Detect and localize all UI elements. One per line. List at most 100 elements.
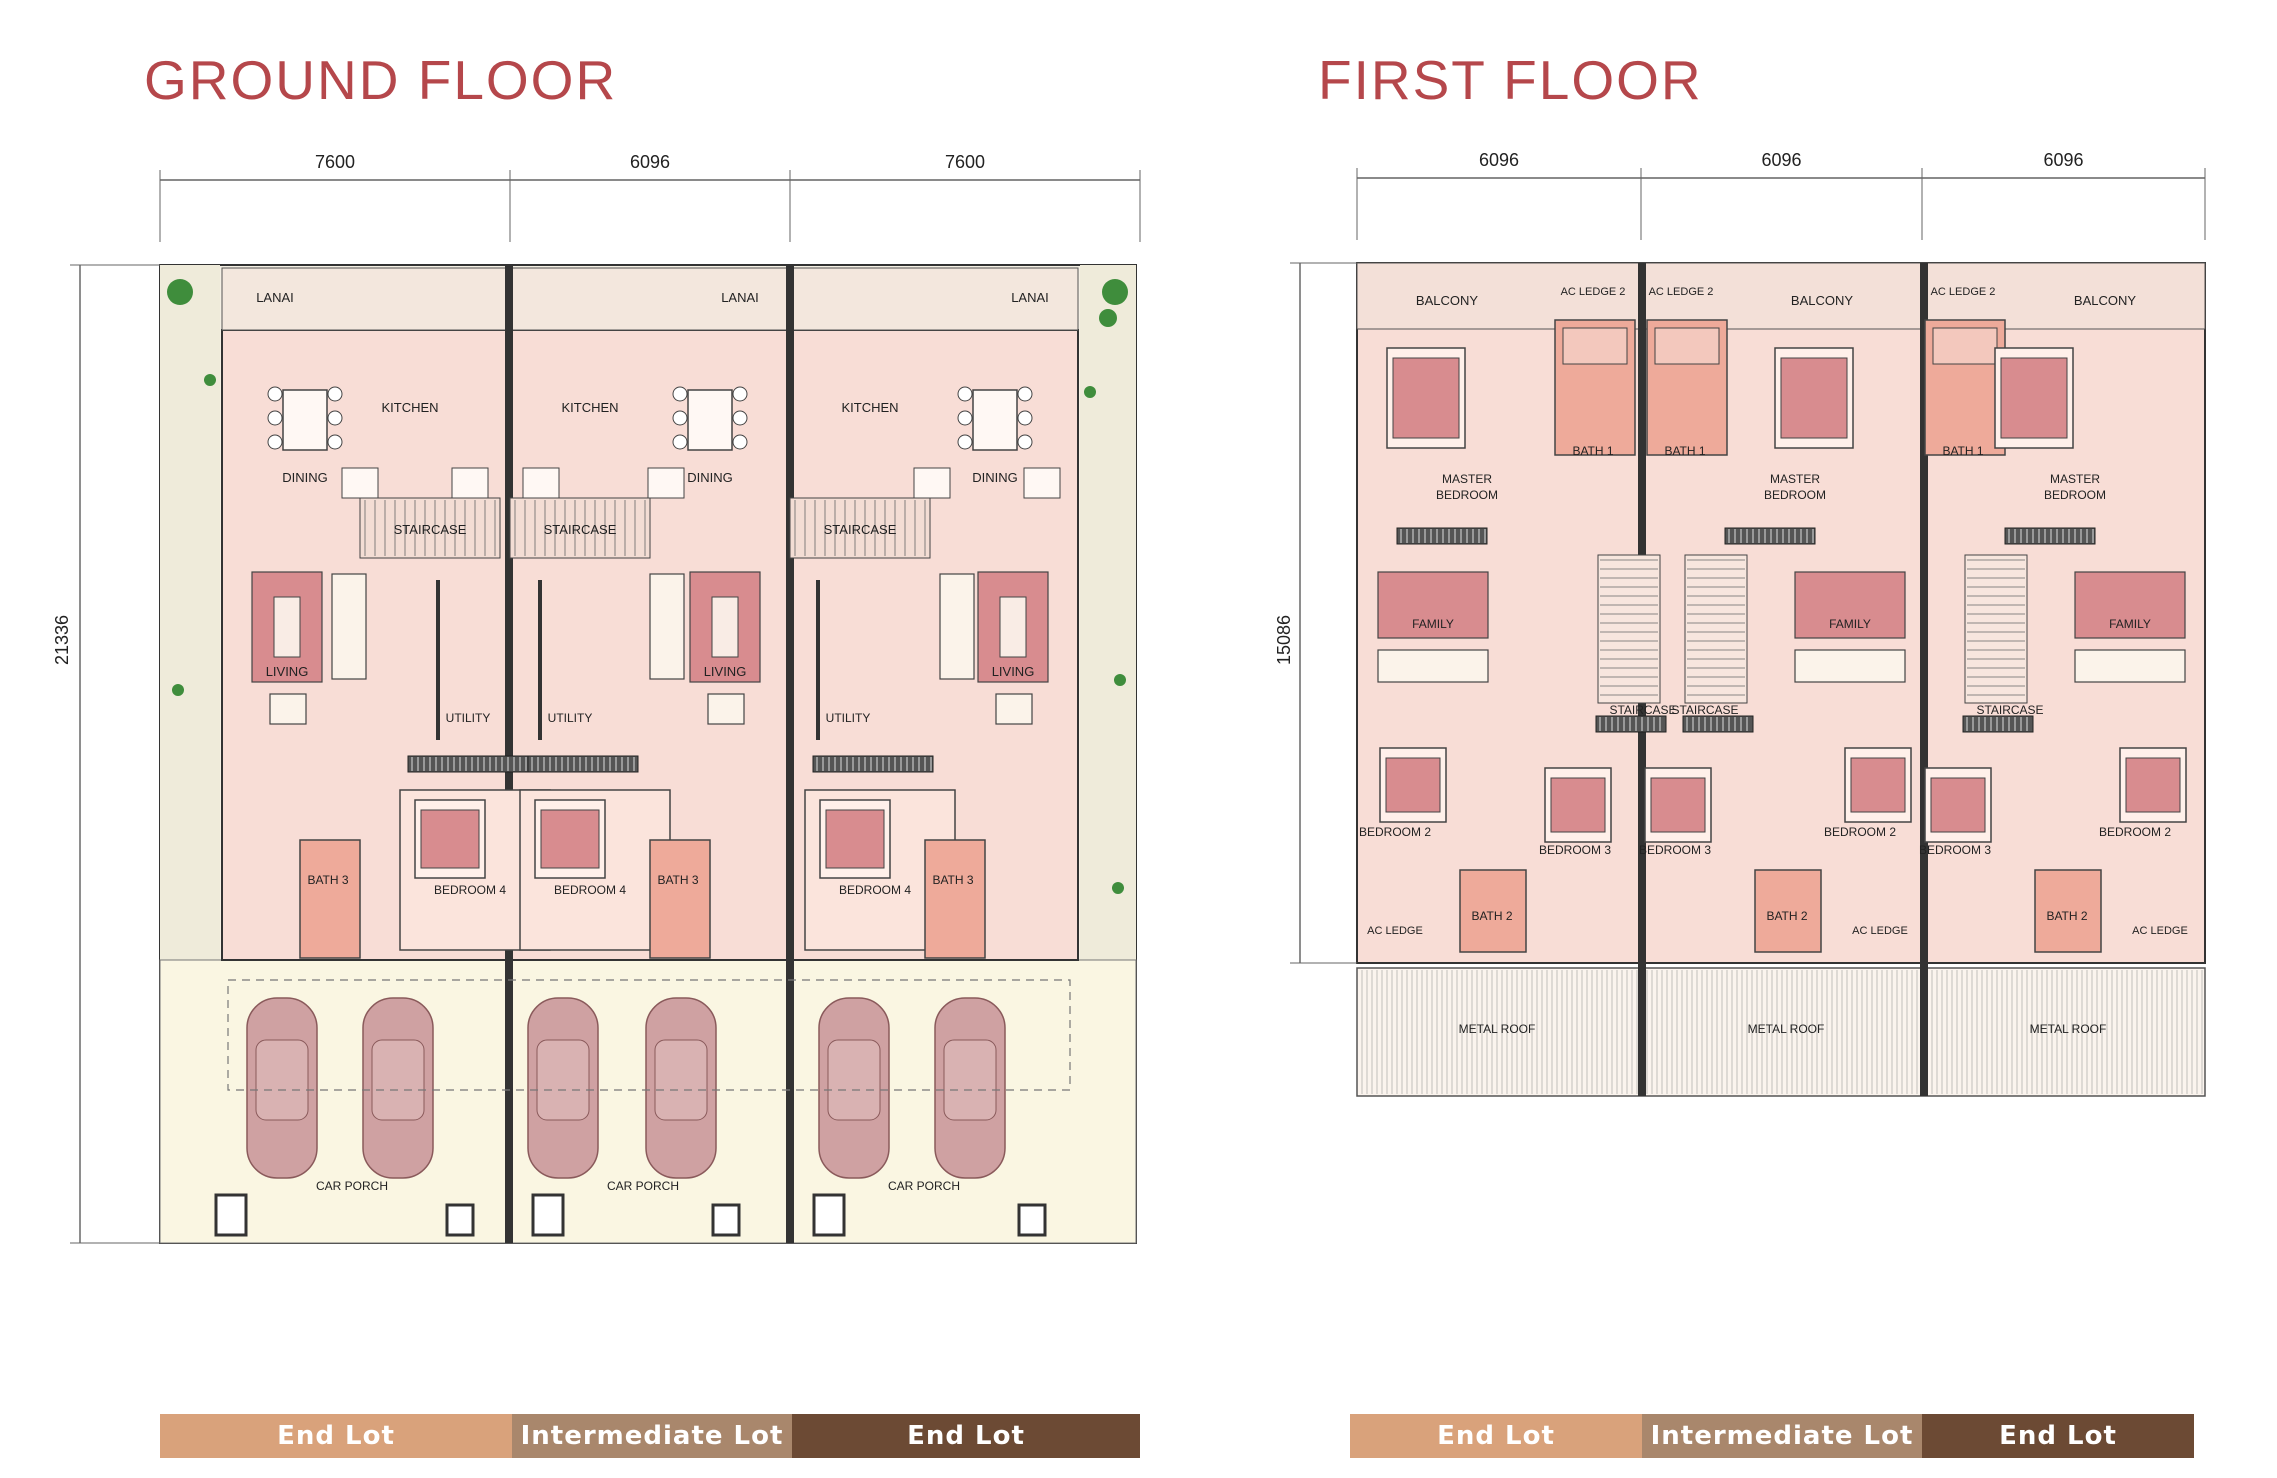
- ground-lot-legend: End Lot Intermediate Lot End Lot: [160, 1414, 1140, 1458]
- ground-unit-1-lanai-label: LANAI: [256, 290, 294, 305]
- first-unit-2-bedroom-3-bed: [1650, 777, 1706, 833]
- ground-party-wall-2: [786, 265, 794, 1243]
- ground-gate-post: [445, 1203, 475, 1237]
- first-unit-3-ac-ledge-2-label: AC LEDGE 2: [1931, 286, 1996, 298]
- ground-unit-3-living-sofa: [939, 573, 975, 680]
- ground-gate-post: [1017, 1203, 1047, 1237]
- ground-unit-2-car-right-cabin: [654, 1039, 708, 1121]
- first-unit-3-ac-ledge-label: AC LEDGE: [2132, 925, 2188, 937]
- ground-unit-2-bed: [540, 809, 600, 869]
- ground-unit-3-utility-label: UTILITY: [826, 711, 871, 725]
- ground-unit-3-bath-3-label: BATH 3: [932, 873, 973, 887]
- ground-unit-1-utility-label: UTILITY: [446, 711, 491, 725]
- first-unit-2-master-label-b: BEDROOM: [1764, 488, 1826, 502]
- ground-unit-3-bedroom-4-label: BEDROOM 4: [839, 883, 911, 897]
- ground-unit-3-car-left-cabin: [827, 1039, 881, 1121]
- first-unit-1-bath-2-label: BATH 2: [1471, 909, 1512, 923]
- first-floor-title: FIRST FLOOR: [1318, 49, 1703, 111]
- first-unit-1-bedroom-2-bed: [1385, 757, 1441, 813]
- ground-gate-post: [711, 1203, 741, 1237]
- first-unit-1-master-bed: [1392, 357, 1460, 439]
- ground-lot-intermediate: Intermediate Lot: [512, 1414, 792, 1458]
- ground-unit-3-staircase: [789, 497, 931, 559]
- ground-unit-3-wardrobe: [812, 755, 934, 773]
- ground-right-garden: [1080, 265, 1136, 970]
- ground-unit-1-dining-table-chair: [267, 386, 283, 402]
- ground-unit-1-dining-label: DINING: [282, 470, 328, 485]
- first-unit-1-family-sofa: [1377, 649, 1489, 683]
- ground-unit-3-bath-3: [924, 839, 986, 959]
- first-unit-2-family-sofa: [1794, 649, 1906, 683]
- ground-unit-3-dining-table-chair: [957, 386, 973, 402]
- first-unit-1-bath-1-label: BATH 1: [1572, 444, 1613, 458]
- first-unit-3-bedroom-3-label: BEDROOM 3: [1919, 843, 1991, 857]
- ground-unit-2-dining-table-chair: [732, 434, 748, 450]
- first-unit-2-family-rug: [1794, 571, 1906, 639]
- first-dimension-label: 6096: [1761, 150, 1801, 170]
- ground-tree: [1102, 279, 1128, 305]
- ground-unit-3-dining-label: DINING: [972, 470, 1018, 485]
- ground-unit-2-staircase-label: STAIRCASE: [544, 522, 617, 537]
- ground-party-wall-1: [505, 265, 513, 1243]
- ground-unit-3-car-porch-label: CAR PORCH: [888, 1179, 960, 1193]
- ground-unit-1-dining-table-chair: [327, 434, 343, 450]
- first-unit-3-bath-1-label: BATH 1: [1942, 444, 1983, 458]
- ground-unit-2-living-sofa: [649, 573, 685, 680]
- first-unit-1-bath-2: [1459, 869, 1527, 953]
- ground-unit-2-counter: [647, 467, 685, 499]
- first-unit-3-staircase: [1964, 554, 2028, 704]
- first-unit-2-ac-ledge-2-label: AC LEDGE 2: [1649, 286, 1714, 298]
- ground-unit-2-counter: [522, 467, 560, 499]
- ground-unit-1-bedroom-4-label: BEDROOM 4: [434, 883, 506, 897]
- ground-unit-1-counter: [451, 467, 489, 499]
- first-unit-2-ac-ledge-label: AC LEDGE: [1852, 925, 1908, 937]
- ground-unit-2-dining-table-chair: [672, 434, 688, 450]
- first-unit-2-balcony-label: BALCONY: [1791, 293, 1853, 308]
- ground-unit-2-bedroom-4-label: BEDROOM 4: [554, 883, 626, 897]
- first-unit-2-bath-2-label: BATH 2: [1766, 909, 1807, 923]
- first-unit-3-bath-2-label: BATH 2: [2046, 909, 2087, 923]
- first-lot-end-right: End Lot: [1922, 1414, 2194, 1458]
- first-unit-1-bedroom-3-label: BEDROOM 3: [1539, 843, 1611, 857]
- ground-unit-3-dining-table-chair: [1017, 434, 1033, 450]
- first-unit-2-bedroom-3-label: BEDROOM 3: [1639, 843, 1711, 857]
- ground-unit-2-car-porch-label: CAR PORCH: [607, 1179, 679, 1193]
- first-unit-3-bedroom-2-label: BEDROOM 2: [2099, 825, 2171, 839]
- first-unit-2-master-label-a: MASTER: [1770, 472, 1820, 486]
- ground-unit-1-counter: [341, 467, 379, 499]
- ground-unit-2-dining-label: DINING: [687, 470, 733, 485]
- ground-shrub: [1112, 882, 1124, 894]
- first-lot-end-left: End Lot: [1350, 1414, 1642, 1458]
- ground-unit-1-bath-3-label: BATH 3: [307, 873, 348, 887]
- ground-unit-1-kitchen-label: KITCHEN: [381, 400, 438, 415]
- ground-unit-2-utility-label: UTILITY: [548, 711, 593, 725]
- ground-unit-3-car-right-cabin: [943, 1039, 997, 1121]
- ground-unit-2-dining-table: [687, 389, 733, 451]
- first-lot-intermediate: Intermediate Lot: [1642, 1414, 1922, 1458]
- ground-depth-label: 21336: [52, 615, 72, 665]
- first-unit-2-bedroom-2-label: BEDROOM 2: [1824, 825, 1896, 839]
- ground-floor-title: GROUND FLOOR: [144, 49, 618, 111]
- ground-lanai-strip: [221, 267, 1079, 331]
- ground-shrub: [172, 684, 184, 696]
- first-depth-label: 15086: [1274, 615, 1294, 665]
- first-unit-1-ac-ledge-2-label: AC LEDGE 2: [1561, 286, 1626, 298]
- ground-porch-dashed-outline: [227, 979, 1071, 1091]
- first-lot-legend: End Lot Intermediate Lot End Lot: [1350, 1414, 2194, 1458]
- first-unit-2-master-bed: [1780, 357, 1848, 439]
- ground-lot-end-left: End Lot: [160, 1414, 512, 1458]
- ground-unit-1-dining-table-chair: [327, 410, 343, 426]
- first-dimension-label: 6096: [1479, 150, 1519, 170]
- ground-unit-3-dining-table-chair: [1017, 386, 1033, 402]
- ground-unit-1-dining-table-chair: [267, 410, 283, 426]
- first-balcony-strip: [1356, 262, 2206, 330]
- ground-unit-3-lanai-label: LANAI: [1011, 290, 1049, 305]
- ground-unit-2-living-coffee-table: [711, 596, 739, 658]
- ground-unit-1-dining-table-chair: [267, 434, 283, 450]
- first-unit-3-master-bed: [2000, 357, 2068, 439]
- ground-unit-3-dining-table-chair: [957, 410, 973, 426]
- first-unit-3-balcony-label: BALCONY: [2074, 293, 2136, 308]
- first-unit-1-balcony-label: BALCONY: [1416, 293, 1478, 308]
- ground-unit-1-bath-3: [299, 839, 361, 959]
